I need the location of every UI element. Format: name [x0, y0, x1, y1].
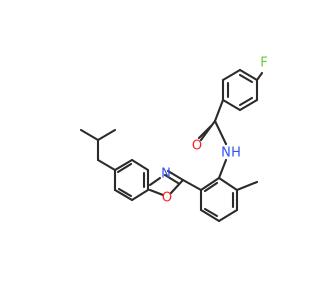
bond — [96, 158, 117, 172]
bond — [221, 68, 242, 82]
atom-label-oxazole-oxygen: O — [162, 191, 172, 206]
bond — [235, 180, 259, 192]
bond — [199, 176, 221, 192]
bond — [79, 128, 100, 142]
bond-double-inner — [203, 207, 219, 218]
bond-double-inner — [163, 173, 180, 185]
bond — [130, 158, 150, 172]
bond — [130, 188, 150, 202]
molecule-structure-canvas: F O N H N O — [79, 56, 268, 223]
atom-label-amide-hydrogen: H — [231, 146, 241, 161]
atom-labels-group: F O N H N O — [161, 56, 268, 206]
bond — [217, 208, 239, 223]
atom-label-fluorine: F — [260, 56, 267, 71]
bond — [255, 71, 264, 82]
bond — [213, 119, 228, 146]
atom-label-amide-nitrogen: N — [221, 146, 231, 161]
bond-double-inner — [117, 187, 133, 198]
bond — [96, 128, 117, 142]
bond — [238, 98, 259, 112]
bonds-group — [79, 68, 264, 223]
bond-double-inner — [116, 162, 133, 174]
bond — [199, 119, 217, 142]
bond — [166, 169, 185, 182]
bond — [217, 176, 239, 192]
bond — [113, 158, 134, 172]
bond — [199, 208, 221, 223]
bond — [213, 98, 225, 123]
bond — [221, 98, 242, 112]
bond-double-inner — [203, 181, 219, 193]
atom-label-carbonyl-oxygen: O — [192, 139, 202, 154]
bond — [148, 176, 162, 187]
bond — [148, 188, 165, 197]
bond — [113, 188, 134, 202]
bond-double-inner — [238, 96, 254, 107]
bond — [217, 158, 228, 180]
atom-label-oxazole-nitrogen: N — [161, 167, 171, 182]
bond-double-inner — [238, 73, 254, 84]
bond — [169, 178, 185, 195]
bond — [238, 68, 259, 82]
bond — [181, 178, 203, 192]
bond-double-inner — [197, 124, 213, 140]
molecule-structure-diagram: F O N H N O — [79, 56, 268, 223]
